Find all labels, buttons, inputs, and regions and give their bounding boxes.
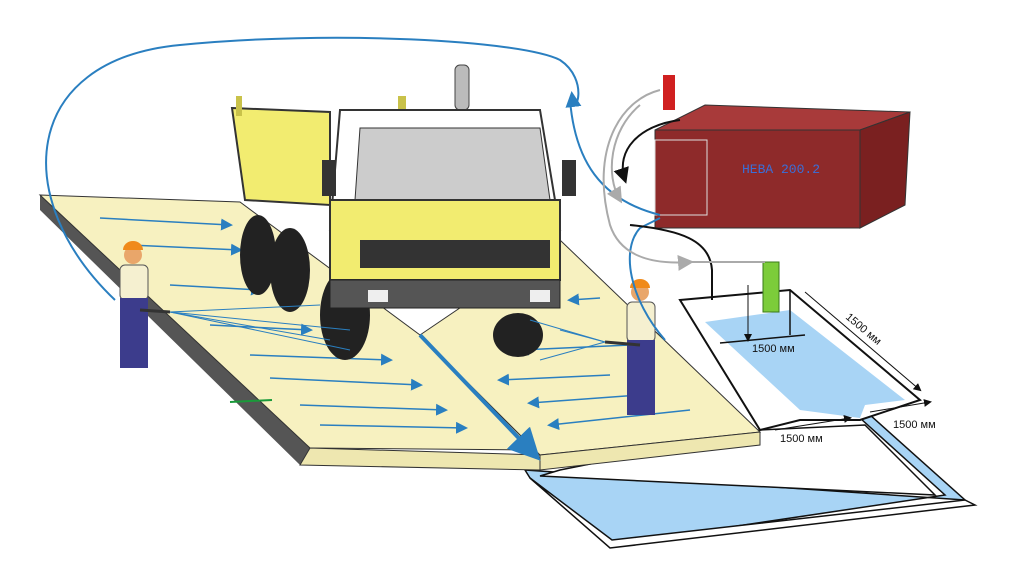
unit-name-label: НЕВА 200.2 bbox=[742, 162, 820, 177]
pit-depth-label: 1500 мм bbox=[752, 343, 795, 355]
channel-width-left-label: 1500 мм bbox=[780, 433, 823, 445]
pump-pipe bbox=[762, 261, 780, 313]
filter-icon bbox=[663, 75, 675, 110]
dump-truck bbox=[230, 64, 576, 360]
entry-arrow bbox=[229, 399, 273, 403]
flow-lines bbox=[45, 36, 765, 341]
wash-unit: НЕВА 200.2 bbox=[654, 75, 911, 229]
channel-width-right-label: 1500 мм bbox=[893, 419, 936, 431]
unit-door bbox=[654, 139, 708, 216]
drainage-channel bbox=[523, 414, 978, 549]
worker-left bbox=[119, 241, 351, 368]
